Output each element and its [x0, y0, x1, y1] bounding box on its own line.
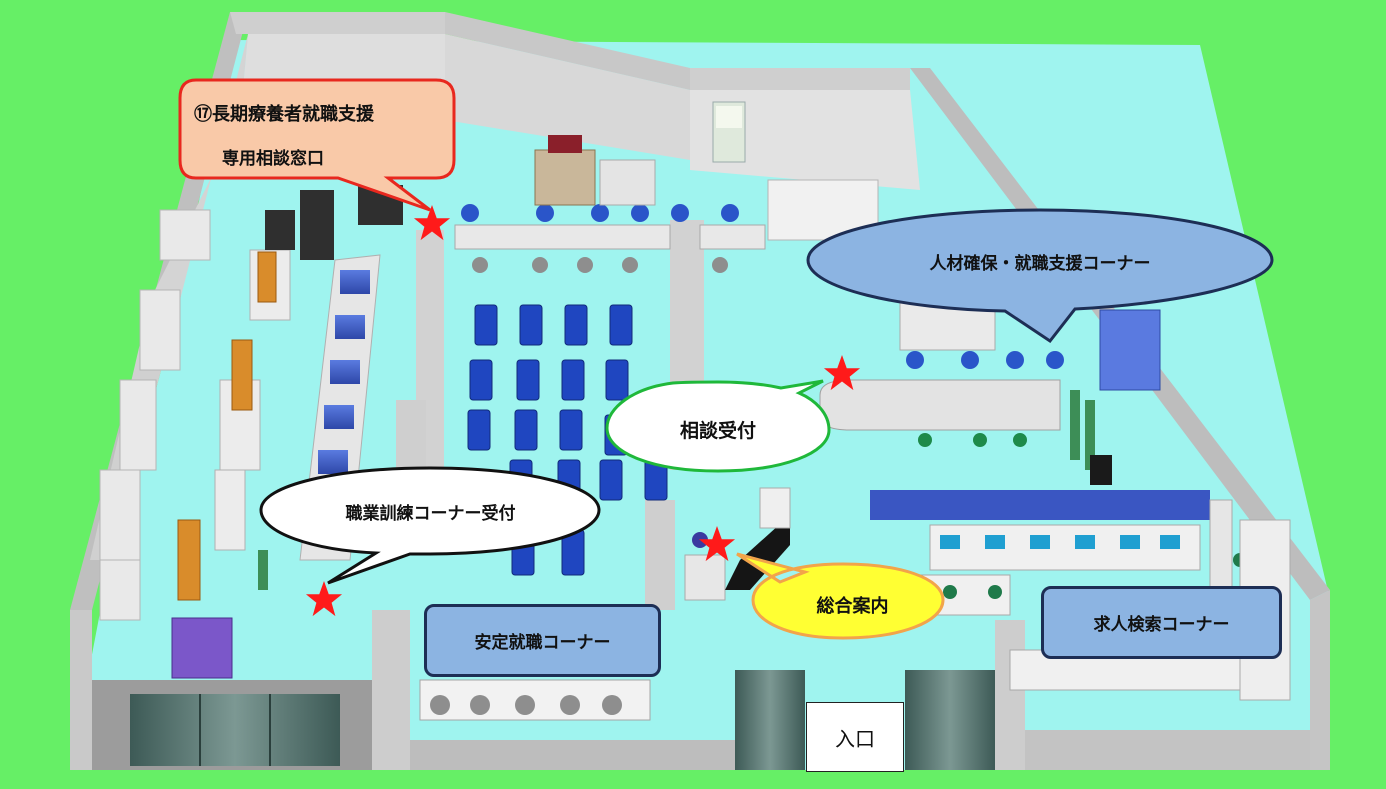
left-cabinets	[99, 209, 211, 621]
callout-info-shape	[736, 552, 945, 640]
consultation-counter	[819, 299, 1064, 447]
star-icon	[823, 354, 861, 391]
label-entrance: 入口	[806, 702, 904, 772]
callout-long-term-shape	[178, 78, 456, 212]
star-icon	[413, 204, 451, 241]
back-desk-row	[454, 135, 879, 273]
callout-training-shape	[259, 466, 601, 585]
callout-talent-shape	[806, 208, 1274, 344]
callout-info-text: 総合案内	[816, 596, 889, 617]
callout-general-info: 総合案内	[735, 552, 950, 642]
stable-corner-desks	[419, 679, 651, 721]
label-stable-employment-corner: 安定就職コーナー	[424, 604, 661, 677]
callout-training-text: 職業訓練コーナー受付	[345, 504, 516, 524]
label-job-search-corner: 求人検索コーナー	[1041, 586, 1282, 659]
star-icon	[305, 580, 343, 617]
callout-talent-text: 人材確保・就職支援コーナー	[929, 254, 1151, 274]
callout-long-term-line1: ⑰長期療養者就職支援	[194, 104, 374, 125]
star-icon	[698, 525, 736, 562]
callout-consult-shape	[605, 379, 831, 473]
callout-talent-support: 人材確保・就職支援コーナー	[805, 208, 1275, 344]
callout-consult-text: 相談受付	[679, 420, 756, 442]
outer-wall-top	[230, 12, 445, 34]
callout-training-reception: 職業訓練コーナー受付	[258, 465, 603, 590]
info-desk	[684, 487, 791, 601]
callout-long-term-support: ⑰長期療養者就職支援 専用相談窓口	[178, 78, 458, 218]
callout-long-term-line2: 専用相談窓口	[222, 149, 324, 169]
callout-consultation-reception: 相談受付	[603, 378, 833, 476]
